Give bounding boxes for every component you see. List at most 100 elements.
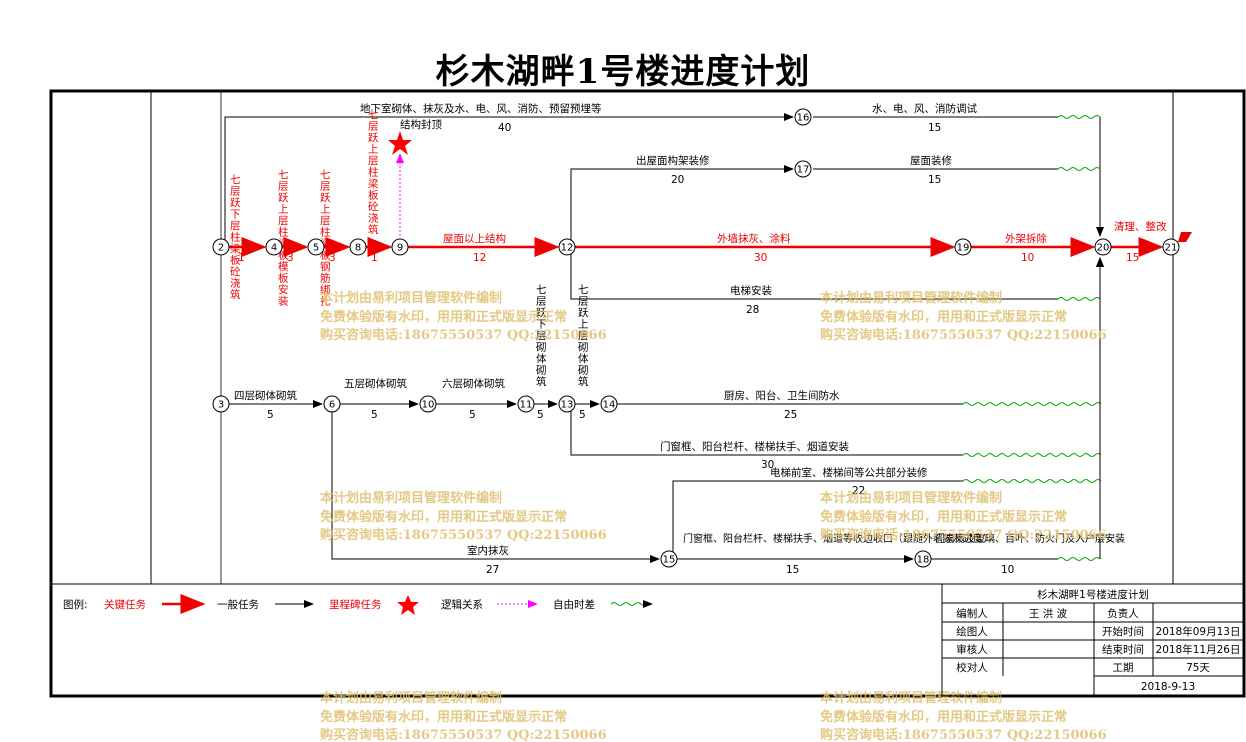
task-label: 屋面装修 bbox=[910, 154, 952, 167]
outer-frame bbox=[49, 89, 1246, 698]
task-duration: 5 bbox=[469, 409, 476, 421]
node-label: 13 bbox=[561, 400, 574, 411]
task-label-vertical: 七层跃上层砌体砌筑 bbox=[578, 284, 589, 388]
page-title: 杉木湖畔1号楼进度计划 bbox=[435, 52, 811, 92]
task-label: 五层砌体砌筑 bbox=[344, 377, 407, 390]
svg-text:本计划由易利项目管理软件编制: 本计划由易利项目管理软件编制 bbox=[320, 290, 502, 306]
legend-logic: 逻辑关系 bbox=[441, 598, 483, 611]
node-label: 18 bbox=[917, 555, 930, 566]
node-label: 8 bbox=[355, 243, 361, 254]
task-label: 电梯安装 bbox=[730, 284, 772, 297]
task-label: 水、电、风、消防调试 bbox=[872, 102, 977, 115]
task-duration: 5 bbox=[537, 409, 544, 421]
svg-text:绘图人: 绘图人 bbox=[956, 625, 988, 638]
svg-text:购买咨询电话:18675550537 QQ:22150066: 购买咨询电话:18675550537 QQ:22150066 bbox=[320, 327, 607, 343]
end-flag-icon bbox=[1178, 232, 1192, 242]
node-label: 12 bbox=[561, 243, 574, 254]
node-label: 14 bbox=[603, 400, 616, 411]
svg-text:负责人: 负责人 bbox=[1107, 607, 1139, 620]
legend-milestone: 里程碑任务 bbox=[329, 598, 382, 611]
svg-text:2018年11月26日: 2018年11月26日 bbox=[1156, 643, 1241, 656]
node-label: 4 bbox=[271, 243, 277, 254]
task-duration: 28 bbox=[746, 304, 759, 316]
task-label: 出屋面构架装修 bbox=[636, 154, 710, 167]
task-duration: 15 bbox=[928, 122, 941, 134]
node-circle bbox=[600, 395, 618, 413]
legend-float: 自由时差 bbox=[553, 598, 595, 611]
legend-normal: 一般任务 bbox=[217, 598, 259, 611]
node-label: 15 bbox=[663, 555, 676, 566]
task-label: 外墙抹灰、涂料 bbox=[717, 232, 791, 245]
task-duration: 40 bbox=[498, 122, 511, 134]
task-label: 室内抹灰 bbox=[467, 544, 509, 557]
table-title: 杉木湖畔1号楼进度计划 bbox=[1037, 588, 1149, 601]
node-label: 6 bbox=[329, 400, 335, 411]
svg-text:2018-9-13: 2018-9-13 bbox=[1141, 681, 1195, 693]
task-label-vertical: 七层跃上层柱梁板砼浇筑 bbox=[368, 109, 379, 236]
svg-text:校对人: 校对人 bbox=[956, 661, 988, 674]
svg-text:结束时间: 结束时间 bbox=[1102, 643, 1144, 656]
task-duration: 30 bbox=[761, 459, 774, 471]
svg-text:购买咨询电话:18675550537 QQ:22150066: 购买咨询电话:18675550537 QQ:22150066 bbox=[320, 527, 607, 543]
task-duration: 25 bbox=[784, 409, 797, 421]
task-duration: 10 bbox=[1001, 564, 1014, 576]
task-label: 电梯前室、楼梯间等公共部分装修 bbox=[770, 466, 928, 479]
node-circle bbox=[265, 238, 283, 256]
task-label: 清理、整改 bbox=[1114, 220, 1167, 233]
node-circle bbox=[1094, 238, 1112, 256]
task-label: 六层砌体砌筑 bbox=[442, 377, 505, 390]
task-label-vertical: 七层跃下层柱梁板砼浇筑 bbox=[230, 174, 241, 301]
task-duration: 5 bbox=[267, 409, 274, 421]
svg-text:编制人: 编制人 bbox=[956, 607, 988, 620]
node-label: 5 bbox=[313, 243, 319, 254]
svg-text:工期: 工期 bbox=[1113, 662, 1134, 674]
svg-text:免费体验版有水印，用用和正式版显示正常: 免费体验版有水印，用用和正式版显示正常 bbox=[820, 509, 1067, 525]
task-duration: 1 bbox=[371, 252, 378, 264]
node-circle bbox=[660, 550, 678, 568]
task-duration: 3 bbox=[329, 252, 336, 264]
svg-text:免费体验版有水印，用用和正式版显示正常: 免费体验版有水印，用用和正式版显示正常 bbox=[820, 709, 1067, 725]
node-label: 21 bbox=[1165, 243, 1178, 254]
node-label: 9 bbox=[397, 243, 403, 254]
task-label: 地下室砌体、抹灰及水、电、风、消防、预留预埋等 bbox=[360, 102, 602, 115]
task-duration: 15 bbox=[1126, 252, 1139, 264]
task-label: 屋面以上结构 bbox=[443, 232, 506, 245]
node-circle bbox=[914, 550, 932, 568]
svg-text:免费体验版有水印，用用和正式版显示正常: 免费体验版有水印，用用和正式版显示正常 bbox=[820, 309, 1067, 325]
task-duration: 30 bbox=[754, 252, 767, 264]
node-circle bbox=[349, 238, 367, 256]
task-label-vertical: 七层跃下层砌体砌筑 bbox=[536, 284, 547, 388]
node-label: 20 bbox=[1097, 243, 1110, 254]
svg-text:购买咨询电话:18675550537 QQ:22150066: 购买咨询电话:18675550537 QQ:22150066 bbox=[820, 527, 1107, 543]
svg-text:75天: 75天 bbox=[1186, 662, 1210, 674]
node-circle bbox=[212, 395, 230, 413]
node-circle bbox=[794, 108, 812, 126]
task-duration: 10 bbox=[1021, 252, 1034, 264]
task-label-vertical: 七层跃上层柱梁板钢筋绑扎 bbox=[320, 169, 331, 308]
node-circle bbox=[212, 238, 230, 256]
task-duration: 27 bbox=[486, 564, 499, 576]
node-circle bbox=[419, 395, 437, 413]
legend: 图例: 关键任务 一般任务 里程碑任务 逻辑关系 自由时差 bbox=[63, 594, 653, 615]
svg-text:免费体验版有水印，用用和正式版显示正常: 免费体验版有水印，用用和正式版显示正常 bbox=[320, 709, 567, 725]
milestone-star-icon bbox=[388, 131, 412, 155]
node-circle bbox=[307, 238, 325, 256]
task-duration: 20 bbox=[671, 174, 684, 186]
legend-critical: 关键任务 bbox=[104, 598, 146, 611]
task-duration: 1 bbox=[238, 252, 245, 264]
svg-text:本计划由易利项目管理软件编制: 本计划由易利项目管理软件编制 bbox=[820, 490, 1002, 506]
svg-text:本计划由易利项目管理软件编制: 本计划由易利项目管理软件编制 bbox=[820, 290, 1002, 306]
svg-text:本计划由易利项目管理软件编制: 本计划由易利项目管理软件编制 bbox=[320, 490, 502, 506]
task-label: 门窗框、阳台栏杆、楼梯扶手、烟道安装 bbox=[660, 440, 849, 453]
task-duration: 5 bbox=[579, 409, 586, 421]
node-label: 3 bbox=[218, 400, 224, 411]
task-label: 门窗扇及玻璃、百叶、防火门及入户层安装 bbox=[935, 532, 1125, 545]
node-label: 16 bbox=[797, 113, 810, 124]
legend-title: 图例: bbox=[63, 598, 88, 611]
node-label: 17 bbox=[797, 165, 810, 176]
node-label: 2 bbox=[218, 243, 224, 254]
node-circle bbox=[323, 395, 341, 413]
node-circle bbox=[558, 238, 576, 256]
